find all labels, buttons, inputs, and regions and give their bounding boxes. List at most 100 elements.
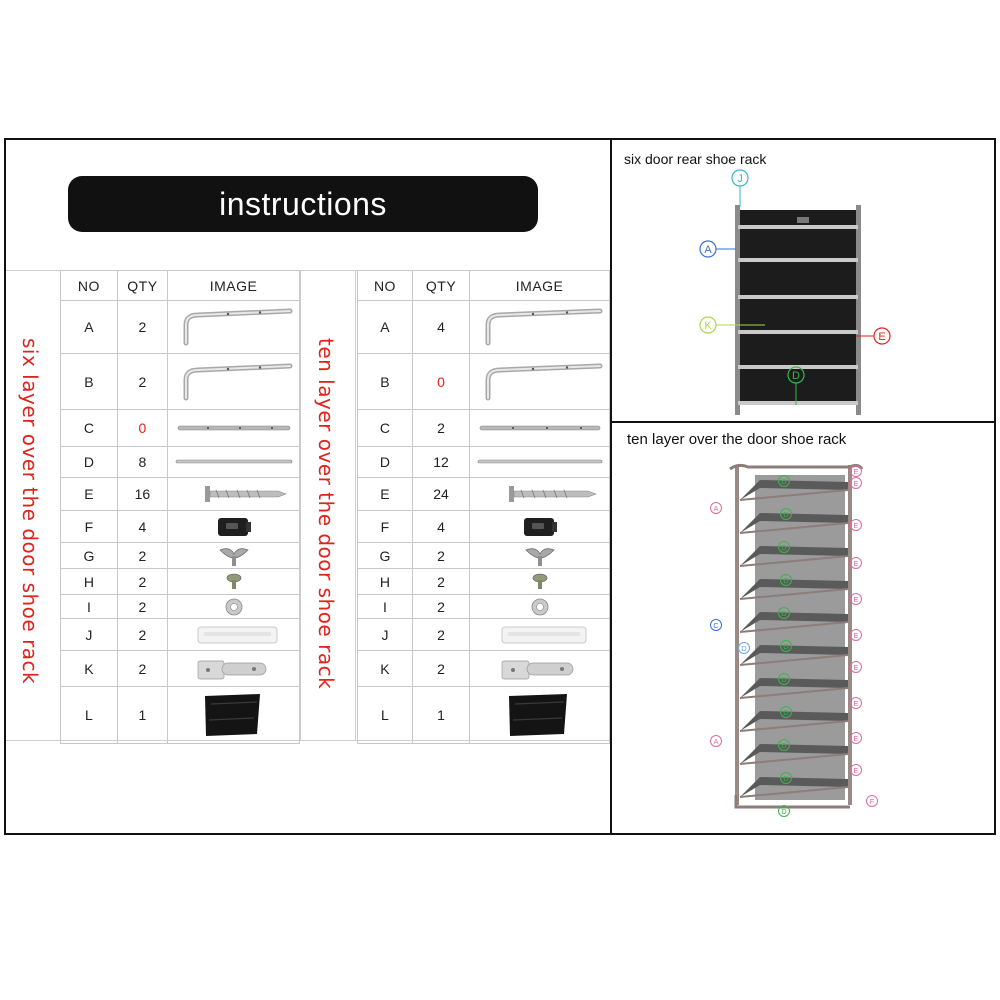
shelf-pocket bbox=[740, 711, 848, 731]
callout-e: E bbox=[850, 465, 862, 477]
part-qty-cell: 8 bbox=[116, 446, 169, 478]
bent-rod-icon bbox=[485, 363, 603, 400]
part-image-cell bbox=[167, 510, 300, 543]
part-qty-cell: 2 bbox=[116, 568, 169, 595]
part-qty-cell: 2 bbox=[411, 568, 471, 595]
rack-shelves bbox=[739, 480, 849, 798]
part-qty-cell: 2 bbox=[411, 409, 471, 447]
vertical-divider bbox=[610, 138, 612, 835]
washer-icon bbox=[225, 598, 242, 615]
ten-layer-panel-title: ten layer over the door shoe rack bbox=[627, 431, 847, 448]
part-no-cell: J bbox=[60, 618, 118, 651]
svg-text:E: E bbox=[853, 663, 858, 672]
part-image-cell bbox=[469, 446, 610, 478]
callout-d: D bbox=[780, 640, 792, 652]
callout-d: D bbox=[780, 508, 792, 520]
svg-text:F: F bbox=[870, 797, 875, 806]
part-qty-cell: 4 bbox=[411, 510, 471, 543]
svg-text:D: D bbox=[781, 807, 787, 816]
part-no-cell: I bbox=[357, 594, 413, 619]
rack-bottom-bar bbox=[734, 795, 850, 809]
part-qty-cell: 2 bbox=[411, 650, 471, 687]
hook-bracket-icon bbox=[197, 660, 266, 679]
svg-text:A: A bbox=[713, 737, 718, 746]
rack-fabric bbox=[740, 210, 856, 405]
part-qty-cell: 12 bbox=[411, 446, 471, 478]
callout-d: D bbox=[780, 706, 792, 718]
part-image-cell bbox=[469, 568, 610, 595]
part-image-cell bbox=[469, 542, 610, 569]
six-door-panel-title: six door rear shoe rack bbox=[624, 151, 767, 167]
part-image-cell bbox=[167, 568, 300, 595]
part-no-cell: E bbox=[60, 477, 118, 511]
callout-d: D bbox=[787, 366, 805, 405]
part-image-cell bbox=[469, 353, 610, 410]
svg-text:E: E bbox=[878, 331, 885, 343]
wing-bolt-icon bbox=[218, 547, 249, 566]
callout-d: D bbox=[778, 475, 790, 487]
part-no-cell: C bbox=[60, 409, 118, 447]
part-image-cell bbox=[469, 594, 610, 619]
svg-text:D: D bbox=[781, 543, 787, 552]
part-no-cell: B bbox=[60, 353, 118, 410]
page-title: instructions bbox=[68, 176, 538, 232]
svg-text:E: E bbox=[853, 766, 858, 775]
part-qty-cell: 1 bbox=[411, 686, 471, 744]
svg-text:D: D bbox=[783, 642, 789, 651]
thin-rod-icon bbox=[175, 459, 292, 464]
bent-rod-icon bbox=[485, 308, 603, 346]
part-no-cell: D bbox=[60, 446, 118, 478]
rack-tag bbox=[797, 217, 809, 223]
part-image-cell bbox=[167, 650, 300, 687]
part-qty-cell: 0 bbox=[411, 353, 471, 410]
shelf-rod bbox=[739, 720, 849, 732]
svg-text:D: D bbox=[781, 675, 787, 684]
shelf-rod bbox=[739, 753, 849, 765]
part-no-cell: K bbox=[60, 650, 118, 687]
part-qty-cell: 2 bbox=[116, 594, 169, 619]
svg-text:A: A bbox=[713, 504, 718, 513]
ten-layer-label: ten layer over the door shoe rack bbox=[314, 338, 338, 690]
svg-text:E: E bbox=[853, 631, 858, 640]
callout-c: C bbox=[710, 619, 722, 631]
part-no-cell: G bbox=[60, 542, 118, 569]
part-qty-cell: 2 bbox=[411, 542, 471, 569]
callout-e: E bbox=[850, 629, 862, 641]
part-image-cell bbox=[167, 594, 300, 619]
part-qty-cell: 24 bbox=[411, 477, 471, 511]
fabric-bag-icon bbox=[508, 694, 567, 736]
part-no-cell: D bbox=[357, 446, 413, 478]
shelf-rod bbox=[739, 621, 849, 633]
callout-e: E bbox=[850, 477, 862, 489]
part-no-cell: F bbox=[60, 510, 118, 543]
callout-d: D bbox=[778, 739, 790, 751]
column-header-image: IMAGE bbox=[469, 270, 610, 301]
rack-left-rod bbox=[735, 465, 739, 805]
part-no-cell: K bbox=[357, 650, 413, 687]
screw-icon bbox=[204, 486, 287, 502]
wing-bolt-icon bbox=[524, 547, 555, 566]
part-qty-cell: 2 bbox=[116, 618, 169, 651]
svg-text:D: D bbox=[783, 510, 789, 519]
callout-f: F bbox=[866, 795, 878, 807]
